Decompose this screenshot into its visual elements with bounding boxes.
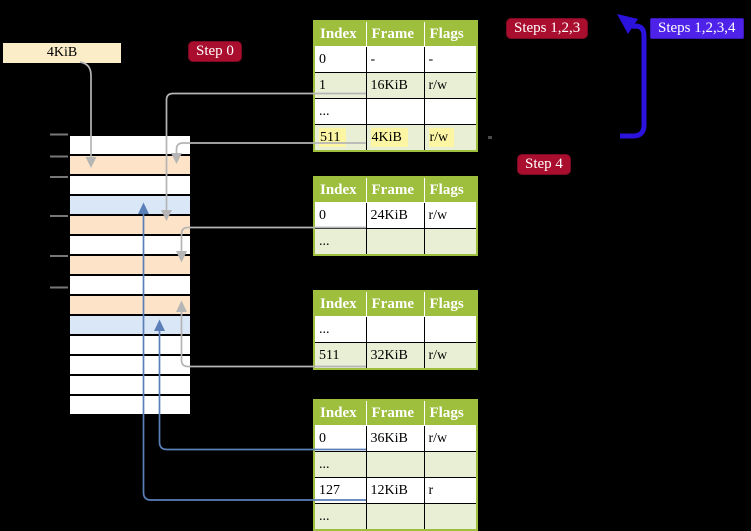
table-cell <box>365 316 424 343</box>
table-row: ... <box>314 503 477 530</box>
table-row: 511 4KiB r/w <box>314 124 477 151</box>
memory-frame-row-peach <box>70 156 190 176</box>
steps-1-2-3-4-badge: Steps 1,2,3,4 <box>650 18 744 39</box>
table-row: ... <box>314 228 477 255</box>
column-header: Flags <box>423 400 477 426</box>
step-4-badge: Step 4 <box>517 154 571 175</box>
table-edge-mark <box>488 136 492 139</box>
recursive-loop-arrow <box>617 14 647 139</box>
address-tick-marks <box>50 133 68 289</box>
column-header: Flags <box>423 177 477 203</box>
memory-frame-row-peach <box>70 256 190 276</box>
table-cell: 0 <box>314 46 366 73</box>
column-header: Frame <box>365 21 424 47</box>
table-row: ... <box>314 98 477 125</box>
table-cell: 12KiB <box>365 477 424 504</box>
table-cell: 511 <box>314 342 366 369</box>
column-header: Flags <box>423 291 477 317</box>
memory-frame-row-white <box>70 336 190 356</box>
memory-frame-row-white <box>70 356 190 376</box>
table-cell: 16KiB <box>365 72 424 99</box>
memory-frame-row-white <box>70 176 190 196</box>
table-cell: 0 <box>314 202 366 229</box>
table-cell <box>365 228 424 255</box>
physical-memory-strip <box>68 134 192 416</box>
memory-frame-row-white <box>70 136 190 156</box>
column-header: Index <box>314 21 366 47</box>
memory-frame-row-blue <box>70 196 190 216</box>
step-0-badge: Step 0 <box>188 41 242 62</box>
table-cell: 24KiB <box>365 202 424 229</box>
table-cell <box>365 503 424 530</box>
table-row: ... <box>314 316 477 343</box>
column-header: Index <box>314 400 366 426</box>
table-cell: r/w <box>423 72 477 99</box>
highlighted-value: r/w <box>428 127 455 147</box>
column-header: Index <box>314 177 366 203</box>
column-header: Frame <box>365 177 424 203</box>
frame-4kib-label: 4KiB <box>2 42 122 64</box>
table-cell: r/w <box>423 202 477 229</box>
table-cell: ... <box>314 451 366 478</box>
table-row: 0-- <box>314 46 477 73</box>
table-cell <box>423 228 477 255</box>
column-header: Frame <box>365 291 424 317</box>
table-cell: 36KiB <box>365 425 424 452</box>
column-header: Index <box>314 291 366 317</box>
table-cell: 511 <box>314 124 366 151</box>
table-cell: 0 <box>314 425 366 452</box>
column-header: Frame <box>365 400 424 426</box>
table-cell: 1 <box>314 72 366 99</box>
memory-frame-row-white <box>70 276 190 296</box>
steps-1-2-3-badge: Steps 1,2,3 <box>506 18 589 39</box>
table-cell: ... <box>314 98 366 125</box>
table-cell <box>423 451 477 478</box>
memory-frame-row-white <box>70 236 190 256</box>
table-cell: ... <box>314 316 366 343</box>
table-cell <box>423 503 477 530</box>
table-cell: 32KiB <box>365 342 424 369</box>
table-cell: r/w <box>423 124 477 151</box>
memory-frame-row-peach <box>70 216 190 236</box>
memory-frame-row-white <box>70 376 190 396</box>
table-cell <box>365 451 424 478</box>
highlighted-value: 4KiB <box>370 127 408 147</box>
memory-frame-row-blue <box>70 316 190 336</box>
column-header: Flags <box>423 21 477 47</box>
table-cell: r <box>423 477 477 504</box>
table-cell <box>365 98 424 125</box>
table-cell: 4KiB <box>365 124 424 151</box>
table-cell: - <box>365 46 424 73</box>
table-cell: ... <box>314 503 366 530</box>
highlighted-value: 511 <box>319 127 347 147</box>
memory-frame-row-white <box>70 396 190 414</box>
table-cell: ... <box>314 228 366 255</box>
memory-frame-row-peach <box>70 296 190 316</box>
table-row: ... <box>314 451 477 478</box>
table-cell: - <box>423 46 477 73</box>
table-cell: 127 <box>314 477 366 504</box>
table-cell <box>423 316 477 343</box>
table-cell: r/w <box>423 342 477 369</box>
table-cell: r/w <box>423 425 477 452</box>
table-cell <box>423 98 477 125</box>
